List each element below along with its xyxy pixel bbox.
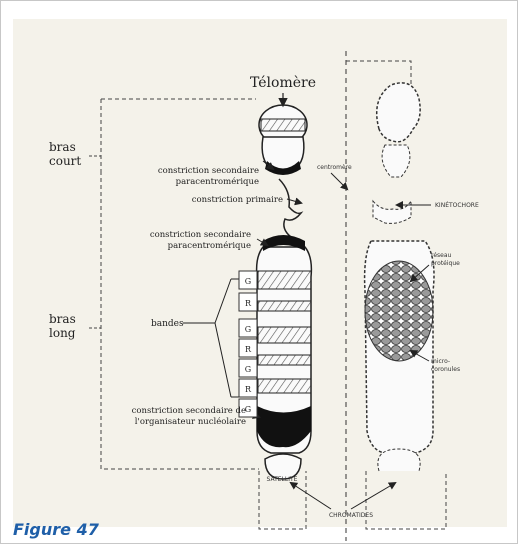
label-bras-long-1: bras — [49, 312, 76, 326]
label-bras-court-1: bras — [49, 140, 76, 154]
band-r-2: R — [245, 345, 252, 354]
bracket-bras-court — [101, 99, 256, 171]
left-chromatid — [257, 105, 312, 479]
label-bandes: bandes — [151, 319, 184, 329]
band-r-3: R — [245, 385, 252, 394]
label-constriction-sec-1a: constriction secondaire — [158, 166, 259, 176]
label-reseau-2: protéique — [431, 260, 460, 267]
label-constriction-sec-2a: constriction secondaire — [150, 230, 251, 240]
label-reseau-1: réseau — [431, 252, 452, 259]
label-bras-long-2: long — [49, 326, 76, 340]
figure-caption: Figure 47 — [13, 520, 99, 539]
label-micro-2: coronules — [431, 366, 460, 373]
right-chromatid — [365, 83, 434, 471]
label-bras-court-2: court — [49, 154, 81, 168]
label-telomere: Télomère — [250, 75, 316, 91]
label-centromere: centromère — [317, 164, 352, 171]
label-constriction-sec-1b: paracentromérique — [176, 176, 259, 187]
band-g-3: G — [245, 365, 251, 374]
label-chromatides: CHROMATIDES — [329, 512, 373, 519]
band-g-1: G — [245, 277, 251, 286]
label-kinetochore: KINÉTOCHORE — [435, 201, 479, 209]
label-constriction-org-a: constriction secondaire de — [132, 406, 246, 416]
band-g-2: G — [245, 325, 251, 334]
band-boxes — [239, 271, 257, 417]
band-r-1: R — [245, 299, 252, 308]
label-constriction-primaire: constriction primaire — [192, 195, 283, 205]
label-constriction-sec-2b: paracentromérique — [168, 240, 251, 251]
label-satellite: SATELLITE — [267, 476, 298, 483]
label-constriction-org-b: l'organisateur nucléolaire — [135, 416, 246, 427]
label-micro-1: micro- — [431, 358, 450, 365]
